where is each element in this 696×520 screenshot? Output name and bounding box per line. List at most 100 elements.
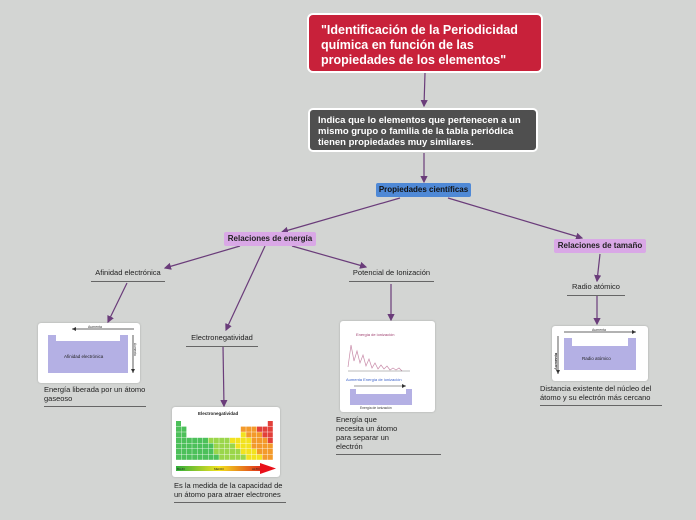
periodic-cell [251, 432, 257, 438]
periodic-cell [246, 449, 252, 455]
relaciones-energia-label: Relaciones de energía [227, 234, 313, 243]
periodic-cell [213, 443, 219, 449]
periodic-cell [176, 426, 181, 432]
periodic-cell [203, 454, 208, 460]
radio-description-text: Distancia existente del núcleo del átomo… [540, 384, 652, 402]
periodic-cell [267, 443, 273, 449]
periodic-cell [235, 449, 241, 455]
afinidad-node[interactable]: Afinidad electrónica [91, 268, 165, 282]
periodic-cell [240, 426, 246, 432]
periodic-cell [219, 449, 225, 455]
periodic-cell [246, 437, 252, 443]
edge-energia-afinidad [163, 245, 241, 270]
periodic-cell [192, 449, 198, 455]
periodic-cell [192, 437, 198, 443]
info-node[interactable]: Indica que lo elementos que pertenecen a… [308, 108, 538, 152]
periodic-cell [267, 454, 273, 460]
periodic-cell [219, 454, 225, 460]
radio-img-caption: Radio atómico [582, 356, 611, 361]
periodic-cell [213, 454, 219, 460]
periodic-cell [267, 437, 273, 443]
periodic-cell [176, 421, 181, 427]
edge-tamano-radio [594, 253, 602, 283]
periodic-cell [181, 432, 187, 438]
root-title-node[interactable]: "Identificación de la Periodicidad quími… [307, 13, 543, 73]
periodic-cell [257, 437, 262, 443]
afinidad-img-title: Aumenta [88, 325, 102, 329]
edge-energia-ionizacion [291, 245, 368, 269]
afinidad-description-text: Energía liberada por un átomo gaseoso [44, 385, 146, 403]
electronegatividad-label: Electronegatividad [191, 333, 253, 342]
ionizacion-image: Energía de ionización Aumenta Energía de… [340, 321, 435, 412]
periodic-cell [197, 437, 203, 443]
periodic-cell [176, 432, 181, 438]
propiedades-node[interactable]: Propiedades científicas [376, 183, 471, 197]
periodic-cell [197, 454, 203, 460]
ionizacion-node[interactable]: Potencial de Ionización [349, 268, 434, 282]
periodic-cell [262, 454, 268, 460]
ionizacion-description-text: Energía que necesita un átomo para separ… [336, 415, 398, 451]
ionizacion-label: Potencial de Ionización [352, 268, 431, 277]
electroneg-high: ALTO [252, 467, 260, 471]
periodic-cell [246, 443, 252, 449]
periodic-cell [262, 443, 268, 449]
electronegatividad-node[interactable]: Electronegatividad [186, 333, 258, 347]
electroneg-img-title: Electronegatividad [198, 411, 239, 416]
periodic-cell [219, 437, 225, 443]
periodic-cell [257, 443, 262, 449]
afinidad-description: Energía liberada por un átomo gaseoso [44, 385, 146, 407]
periodic-cell [262, 432, 268, 438]
periodic-cell [186, 449, 192, 455]
periodic-cell [251, 443, 257, 449]
periodic-cell [197, 443, 203, 449]
periodic-cell [262, 449, 268, 455]
afinidad-img-caption: Afinidad electrónica [64, 354, 104, 359]
periodic-cell [235, 443, 241, 449]
periodic-cell [224, 449, 230, 455]
periodic-cell [267, 432, 273, 438]
periodic-cell [203, 449, 208, 455]
periodic-cell [230, 443, 235, 449]
radio-img-side: Aumenta [553, 352, 558, 370]
periodic-cell [208, 449, 214, 455]
periodic-cell [257, 449, 262, 455]
periodic-cell [186, 454, 192, 460]
periodic-cell [224, 443, 230, 449]
periodic-cell [186, 443, 192, 449]
periodic-cell [257, 426, 262, 432]
periodic-cell [235, 454, 241, 460]
periodic-cell [197, 449, 203, 455]
periodic-cell [219, 443, 225, 449]
periodic-cell [176, 437, 181, 443]
electroneg-periodic-grid [176, 421, 273, 460]
periodic-cell [230, 437, 235, 443]
ion-img-title1: Energía de ionización [356, 332, 394, 337]
periodic-cell [240, 454, 246, 460]
edge-energia-electroneg [225, 245, 266, 332]
periodic-cell [224, 437, 230, 443]
radio-img-title: Aumenta [592, 328, 606, 332]
periodic-cell [203, 443, 208, 449]
electronegatividad-description: Es la medida de la capacidad de un átomo… [174, 481, 286, 503]
radio-description: Distancia existente del núcleo del átomo… [540, 384, 662, 406]
afinidad-label: Afinidad electrónica [95, 268, 161, 277]
periodic-cell [251, 449, 257, 455]
propiedades-label: Propiedades científicas [378, 185, 469, 194]
periodic-cell [192, 454, 198, 460]
edge-propiedades-energia [280, 197, 401, 234]
root-title: "Identificación de la Periodicidad quími… [321, 23, 518, 67]
periodic-cell [176, 449, 181, 455]
periodic-cell [192, 443, 198, 449]
periodic-cell [186, 437, 192, 443]
periodic-cell [251, 454, 257, 460]
relaciones-tamano-label: Relaciones de tamaño [557, 241, 643, 250]
edge-propiedades-tamano [447, 197, 584, 240]
edge-afinidad-img [107, 282, 128, 324]
electronegatividad-description-text: Es la medida de la capacidad de un átomo… [174, 481, 283, 499]
relaciones-energia-node[interactable]: Relaciones de energía [224, 232, 316, 246]
relaciones-tamano-node[interactable]: Relaciones de tamaño [554, 239, 646, 253]
radio-node[interactable]: Radio atómico [567, 282, 625, 296]
periodic-cell [246, 454, 252, 460]
edge-electroneg-img [220, 345, 228, 408]
periodic-cell [181, 449, 187, 455]
